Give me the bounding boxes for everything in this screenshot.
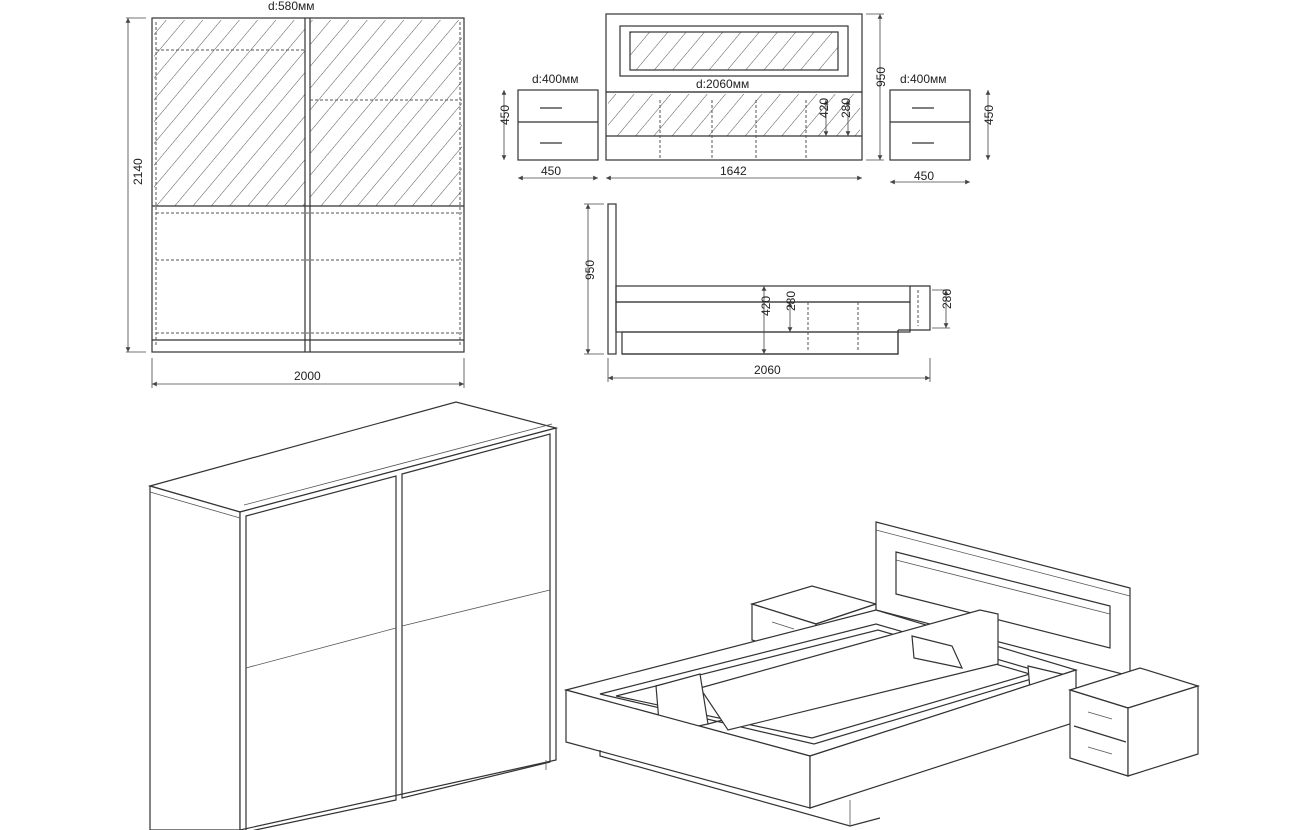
bed-set-isometric — [563, 521, 1201, 827]
bed-front-drawer-height-label: 280 — [839, 98, 853, 118]
nightstand-left-height-label: 450 — [498, 105, 512, 125]
wardrobe-depth-label: d:580мм — [268, 0, 315, 13]
bed-front-width-label: 1642 — [720, 164, 747, 178]
wardrobe-isometric — [147, 401, 559, 830]
bed-side-frame-height-label: 420 — [759, 296, 773, 316]
bed-depth-label: d:2060мм — [696, 77, 749, 91]
bed-side-pulled-drawer-label: 280 — [940, 289, 954, 309]
wardrobe-front-view: d:580мм 2140 2000 — [125, 0, 465, 388]
wardrobe-height-label: 2140 — [131, 158, 145, 185]
bed-side-drawer-height-label: 280 — [784, 291, 798, 311]
bed-front-view: d:2060мм 420 280 950 1642 — [605, 13, 888, 181]
nightstand-left-view: d:400мм 450 450 — [498, 72, 599, 181]
bed-side-view: 420 280 280 950 2060 — [583, 203, 954, 382]
nightstand-left-depth-label: d:400мм — [532, 72, 579, 86]
nightstand-left-width-label: 450 — [541, 164, 561, 178]
nightstand-right-height-label: 450 — [982, 105, 996, 125]
bed-side-length-label: 2060 — [754, 363, 781, 377]
nightstand-right-width-label: 450 — [914, 169, 934, 183]
wardrobe-width-label: 2000 — [294, 369, 321, 383]
bed-side-height-label: 950 — [583, 260, 597, 280]
bed-front-height-label: 950 — [874, 67, 888, 87]
nightstand-right-view: d:400мм 450 450 — [889, 72, 996, 185]
nightstand-right-depth-label: d:400мм — [900, 72, 947, 86]
bed-front-frame-height-label: 420 — [817, 98, 831, 118]
